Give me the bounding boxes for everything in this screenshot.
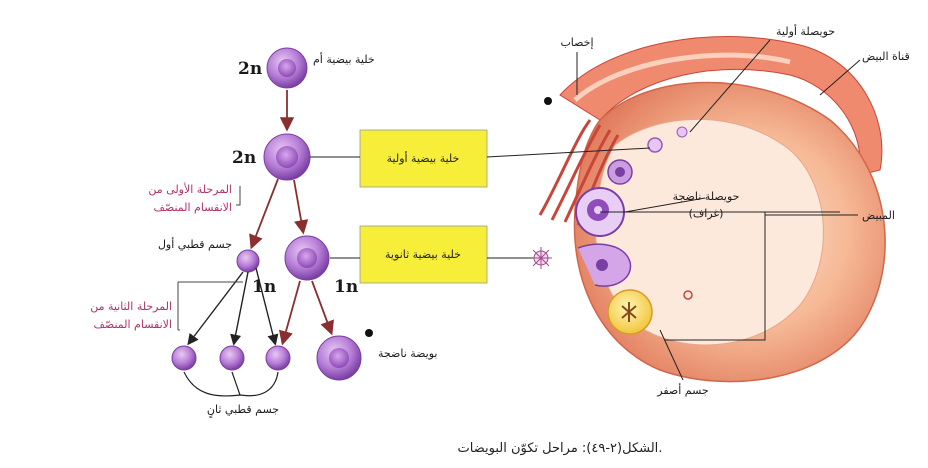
secondary-oocyte-cell [285,236,329,280]
figure-caption: الشكل(٢-٤٩): مراحل تكوّن البويضات. [458,441,663,456]
label-primary-follicle: حويصلة أولية [776,24,835,38]
second-polar-body-1 [172,346,196,370]
ploidy-2n-top: 2n [238,59,262,79]
label-ovary: المبيض [862,209,895,222]
label-mature-ovum: بويضة ناضجة [378,347,438,360]
primary-oocyte-cell [264,134,310,180]
ploidy-2n-mid: 2n [232,148,256,168]
fertilization-marker [544,97,552,105]
corpus-luteum [608,290,652,334]
oogonium-cell [267,48,307,88]
label-second-polar-bodies: جسم قطبي ثانٍ [207,403,279,418]
label-oogonium: خلية بيضية أم [313,52,375,66]
label-meiosis-two-2: الانقسام المنصّف [94,318,172,331]
ovum-marker [365,329,373,337]
label-mature-follicle-1: حويصلة ناضجة [673,190,740,203]
oogenesis-cells [172,48,361,380]
ploidy-1n-left: 1n [252,277,276,297]
second-polar-body-2 [220,346,244,370]
label-meiosis-one-1: المرحلة الأولى من [148,182,232,196]
label-corpus-luteum: جسم أصفر [656,383,708,397]
ovulated-oocyte [530,247,552,269]
label-meiosis-one-2: الانقسام المنصّف [154,201,232,214]
primary-follicle [648,138,662,152]
mature-ovum-cell [317,336,361,380]
primary-oocyte-box-label: خلية بيضية أولية [387,151,460,165]
ploidy-1n-right: 1n [334,277,358,297]
label-oviduct: قناة البيض [862,50,910,63]
secondary-oocyte-box-label: خلية بيضية ثانوية [385,248,461,261]
label-meiosis-two-1: المرحلة الثانية من [90,300,172,313]
division-arrows [252,90,331,342]
primary-oocyte-box: خلية بيضية أولية [360,130,487,187]
label-mature-follicle-2: (غراف) [689,207,724,220]
second-polar-body-3 [266,346,290,370]
secondary-oocyte-box: خلية بيضية ثانوية [360,226,487,283]
label-fertilization: إخصاب [560,36,593,49]
label-first-polar-body: جسم قطبي أول [158,237,232,251]
